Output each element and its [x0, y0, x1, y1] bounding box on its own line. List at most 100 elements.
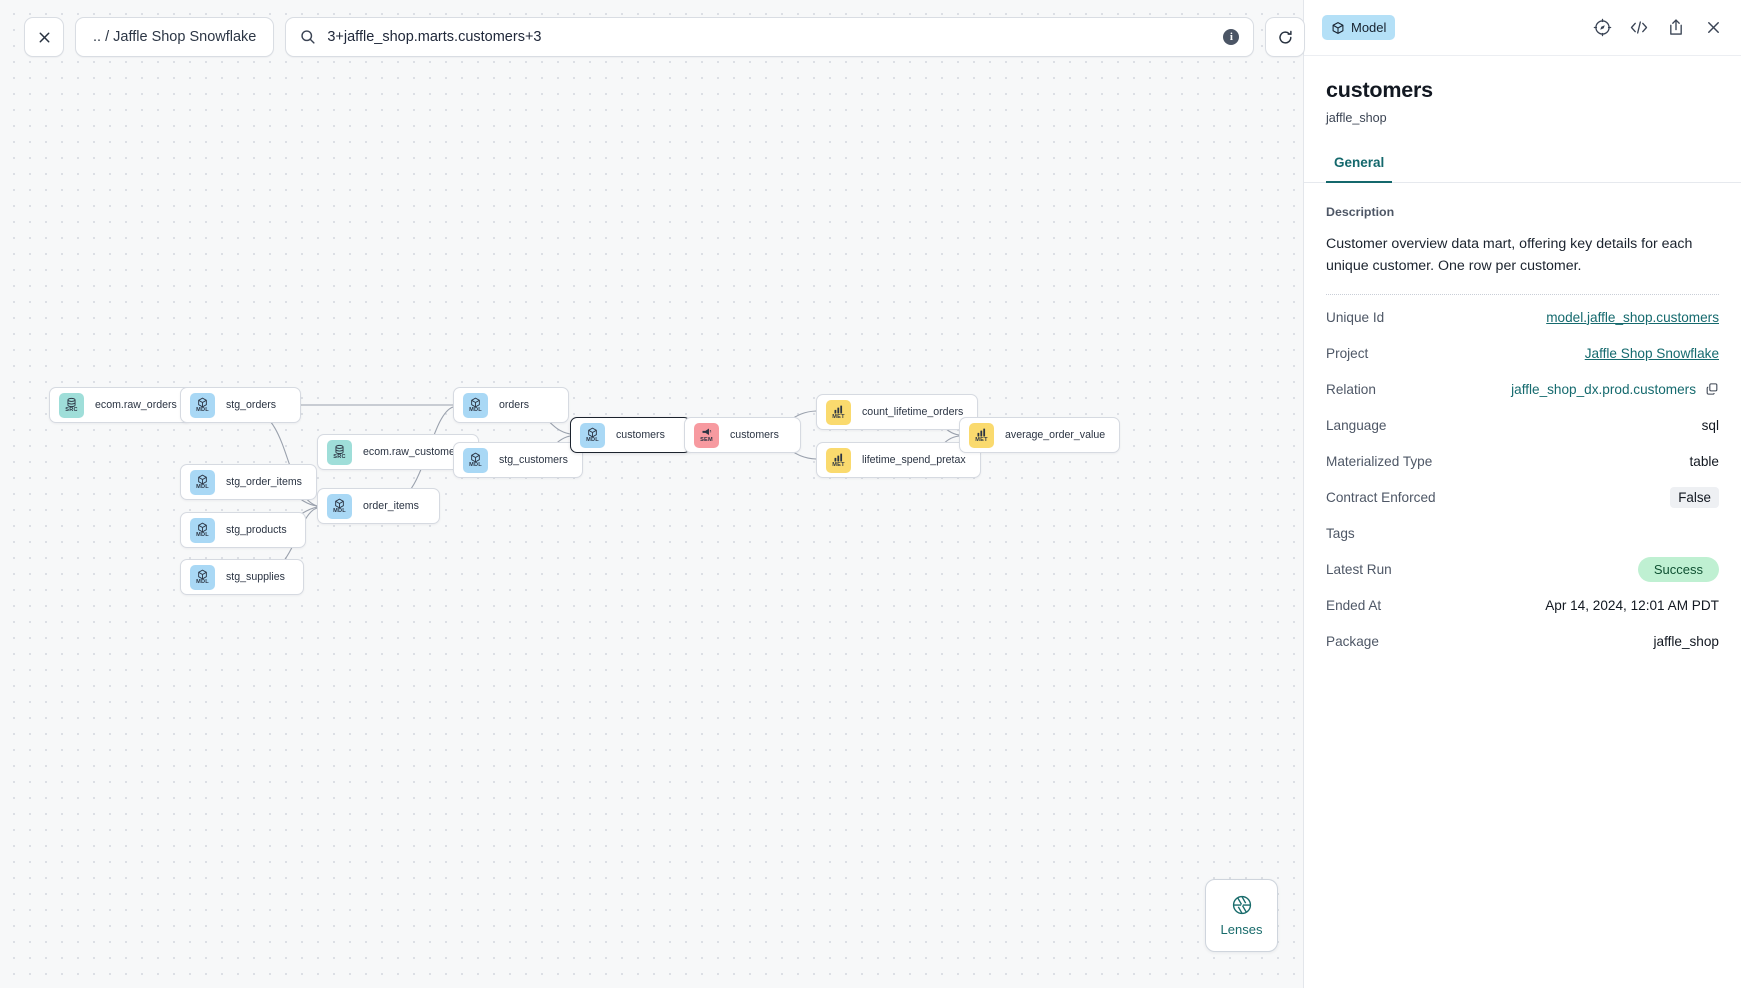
lenses-button[interactable]: Lenses	[1205, 879, 1278, 952]
graph-node-customers_semantic[interactable]: SEM customers	[684, 417, 801, 453]
field-row: Materialized Type table	[1326, 443, 1719, 479]
field-row: Tags	[1326, 515, 1719, 551]
graph-node-count_lifetime_orders[interactable]: MET count_lifetime_orders	[816, 394, 979, 430]
field-key: Unique Id	[1326, 309, 1385, 325]
refresh-icon	[1279, 30, 1292, 44]
field-row: Relation jaffle_shop_dx.prod.customers	[1326, 371, 1719, 407]
node-badge-mdl-icon: MDL	[190, 564, 215, 590]
node-badge-mdl-icon: MDL	[463, 447, 488, 473]
graph-node-stg_order_items[interactable]: MDL stg_order_items	[180, 464, 317, 500]
copy-icon[interactable]	[1705, 382, 1719, 396]
code-icon[interactable]	[1629, 18, 1649, 38]
field-key: Relation	[1326, 381, 1376, 397]
page-title: customers	[1326, 78, 1433, 102]
breadcrumb[interactable]: .. / Jaffle Shop Snowflake	[75, 17, 275, 57]
resource-type-label: Model	[1351, 20, 1387, 35]
node-label: ecom.raw_orders	[95, 399, 177, 411]
panel-actions	[1592, 18, 1723, 38]
close-icon	[39, 32, 49, 42]
node-badge-src-icon: SRC	[327, 439, 352, 465]
field-value: table	[1689, 453, 1719, 469]
lineage-search[interactable]: i	[285, 17, 1255, 57]
node-badge-mdl-icon: MDL	[327, 493, 352, 519]
share-icon[interactable]	[1666, 18, 1686, 38]
node-badge-mdl-icon: MDL	[190, 469, 215, 495]
lineage-canvas[interactable]: .. / Jaffle Shop Snowflake i	[0, 0, 1306, 988]
field-row: Package jaffle_shop	[1326, 623, 1719, 659]
panel-topbar: Model	[1304, 0, 1741, 56]
node-label: stg_orders	[226, 399, 277, 411]
details-panel: Model	[1303, 0, 1741, 988]
field-value-link[interactable]: jaffle_shop_dx.prod.customers	[1511, 381, 1696, 397]
resource-type-badge: Model	[1322, 15, 1396, 40]
node-label: lifetime_spend_pretax	[862, 454, 966, 466]
graph-node-stg_products[interactable]: MDL stg_products	[180, 512, 306, 548]
field-value: jaffle_shop	[1653, 633, 1719, 649]
panel-body: Description Customer overview data mart,…	[1304, 183, 1741, 988]
field-row: Project Jaffle Shop Snowflake	[1326, 335, 1719, 371]
field-row: Contract Enforced False	[1326, 479, 1719, 515]
field-key: Package	[1326, 633, 1379, 649]
graph-node-customers_model[interactable]: MDL customers	[570, 417, 691, 453]
field-key: Language	[1326, 417, 1387, 433]
field-value-link[interactable]: Jaffle Shop Snowflake	[1584, 345, 1719, 361]
close-lineage-button[interactable]	[24, 17, 64, 57]
aperture-icon	[1232, 895, 1251, 915]
node-label: stg_order_items	[226, 476, 302, 488]
graph-node-lifetime_spend_pretax[interactable]: MET lifetime_spend_pretax	[816, 442, 981, 478]
field-key: Ended At	[1326, 597, 1382, 613]
field-key: Contract Enforced	[1326, 489, 1436, 505]
field-key: Materialized Type	[1326, 453, 1433, 469]
node-badge-mdl-icon: MDL	[190, 392, 215, 418]
node-badge-sem-icon: SEM	[694, 422, 719, 448]
refresh-button[interactable]	[1265, 17, 1306, 57]
description-label: Description	[1326, 205, 1395, 219]
node-label: stg_supplies	[226, 571, 285, 583]
node-badge-mdl-icon: MDL	[463, 392, 488, 418]
node-badge-mdl-icon: MDL	[580, 422, 605, 448]
lenses-label: Lenses	[1220, 922, 1263, 937]
field-key: Tags	[1326, 525, 1355, 541]
cube-icon	[1332, 21, 1344, 34]
node-label: count_lifetime_orders	[862, 406, 964, 418]
field-value-chip: False	[1670, 486, 1719, 508]
canvas-toolbar: .. / Jaffle Shop Snowflake i	[24, 17, 1306, 57]
field-row: Language sql	[1326, 407, 1719, 443]
node-badge-met-icon: MET	[826, 447, 851, 473]
node-badge-mdl-icon: MDL	[190, 517, 215, 543]
graph-node-stg_orders[interactable]: MDL stg_orders	[180, 387, 301, 423]
page-subtitle: jaffle_shop	[1326, 111, 1387, 125]
graph-node-stg_supplies[interactable]: MDL stg_supplies	[180, 559, 304, 595]
field-key: Latest Run	[1326, 561, 1392, 577]
search-input[interactable]	[327, 29, 1213, 45]
node-badge-met-icon: MET	[826, 399, 851, 425]
node-label: customers	[616, 429, 665, 441]
node-label: average_order_value	[1005, 429, 1106, 441]
lineage-compass-icon[interactable]	[1592, 18, 1612, 38]
field-row: Unique Id model.jaffle_shop.customers	[1326, 299, 1719, 335]
status-badge: Success	[1637, 556, 1719, 582]
field-key: Project	[1326, 345, 1369, 361]
field-value-link[interactable]: model.jaffle_shop.customers	[1546, 309, 1719, 325]
panel-tabs: General	[1304, 155, 1741, 183]
node-badge-met-icon: MET	[969, 422, 994, 448]
divider	[1326, 294, 1719, 296]
field-value: Apr 14, 2024, 12:01 AM PDT	[1545, 597, 1719, 613]
panel-header: customers jaffle_shop	[1304, 56, 1741, 125]
field-row: Latest Run Success	[1326, 551, 1719, 587]
tab-general[interactable]: General	[1326, 155, 1393, 183]
close-panel-icon[interactable]	[1703, 18, 1723, 38]
graph-node-average_order_value[interactable]: MET average_order_value	[959, 417, 1121, 453]
info-icon[interactable]: i	[1223, 29, 1240, 45]
node-label: stg_products	[226, 524, 287, 536]
field-value: sql	[1701, 417, 1719, 433]
search-icon	[301, 30, 315, 44]
node-label: customers	[730, 429, 779, 441]
